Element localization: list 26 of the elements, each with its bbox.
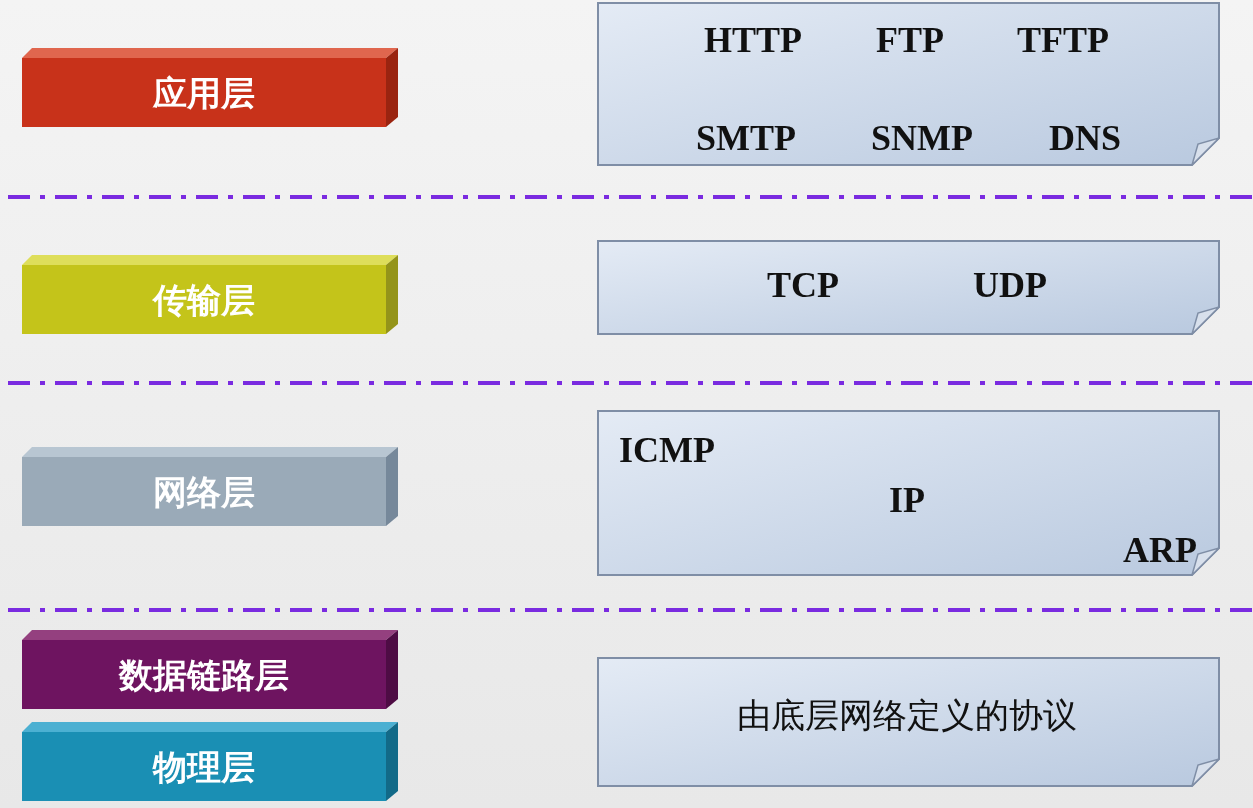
layer-bar	[22, 48, 398, 127]
layer-bar	[22, 255, 398, 334]
layer-label: 物理层	[151, 747, 256, 787]
protocol-label: ARP	[1123, 530, 1197, 570]
protocol-label: FTP	[876, 20, 944, 60]
layer-label: 网络层	[152, 472, 256, 512]
layer-bar	[22, 722, 398, 801]
protocol-box	[597, 2, 1220, 166]
protocol-label: TFTP	[1017, 20, 1109, 60]
protocol-label: HTTP	[704, 20, 802, 60]
protocol-box	[597, 657, 1220, 787]
protocol-label: DNS	[1049, 118, 1121, 158]
protocol-label: IP	[889, 480, 925, 520]
layer-label: 数据链路层	[117, 655, 290, 695]
layer-bar	[22, 447, 398, 526]
layer-label: 传输层	[151, 280, 256, 320]
protocol-label: TCP	[767, 265, 839, 305]
layer-label: 应用层	[152, 73, 256, 113]
protocol-box	[597, 410, 1220, 576]
protocol-label: SMTP	[696, 118, 796, 158]
protocol-label: UDP	[973, 265, 1047, 305]
layer-bar	[22, 630, 398, 709]
box-text: 由底层网络定义的协议	[737, 695, 1077, 735]
protocol-label: ICMP	[619, 430, 715, 470]
protocol-label: SNMP	[871, 118, 973, 158]
protocol-box	[597, 240, 1220, 335]
